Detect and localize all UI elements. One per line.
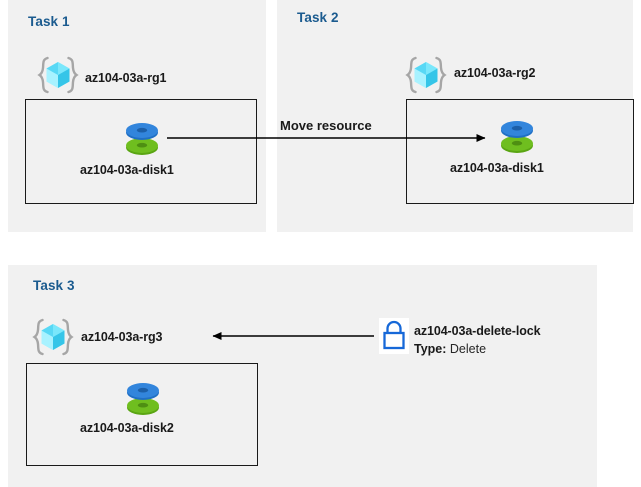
task-panel-title-task1: Task 1 — [28, 14, 70, 29]
managed-disk-icon — [120, 116, 164, 158]
connector-label-move-resource: Move resource — [280, 118, 372, 133]
lock-type-value: Delete — [449, 342, 487, 356]
task-panel-title-task3: Task 3 — [33, 278, 75, 293]
task-panel-task1 — [8, 0, 266, 232]
resource-label-disk1-task2: az104-03a-disk1 — [450, 161, 544, 175]
resource-group-label-rg1: az104-03a-rg1 — [85, 71, 167, 85]
resource-group-label-rg3: az104-03a-rg3 — [81, 330, 163, 344]
lock-icon — [379, 318, 409, 354]
resource-box-task1 — [25, 99, 257, 204]
resource-group-icon — [32, 318, 74, 356]
lock-type-label: Type: Delete — [414, 342, 486, 356]
resource-group-icon — [405, 56, 447, 94]
resource-box-task3 — [26, 363, 258, 466]
resource-box-task2 — [406, 99, 634, 204]
managed-disk-icon — [121, 376, 165, 418]
lock-type-key: Type: — [414, 342, 447, 356]
task-panel-task2 — [277, 0, 633, 232]
resource-group-label-rg2: az104-03a-rg2 — [454, 66, 536, 80]
managed-disk-icon — [495, 114, 539, 156]
resource-group-icon — [37, 56, 79, 94]
resource-label-disk2-task3: az104-03a-disk2 — [80, 421, 174, 435]
task-panel-title-task2: Task 2 — [297, 10, 339, 25]
lock-name-label: az104-03a-delete-lock — [414, 324, 541, 338]
task-panel-task3 — [8, 265, 597, 487]
resource-label-disk1-task1: az104-03a-disk1 — [80, 163, 174, 177]
